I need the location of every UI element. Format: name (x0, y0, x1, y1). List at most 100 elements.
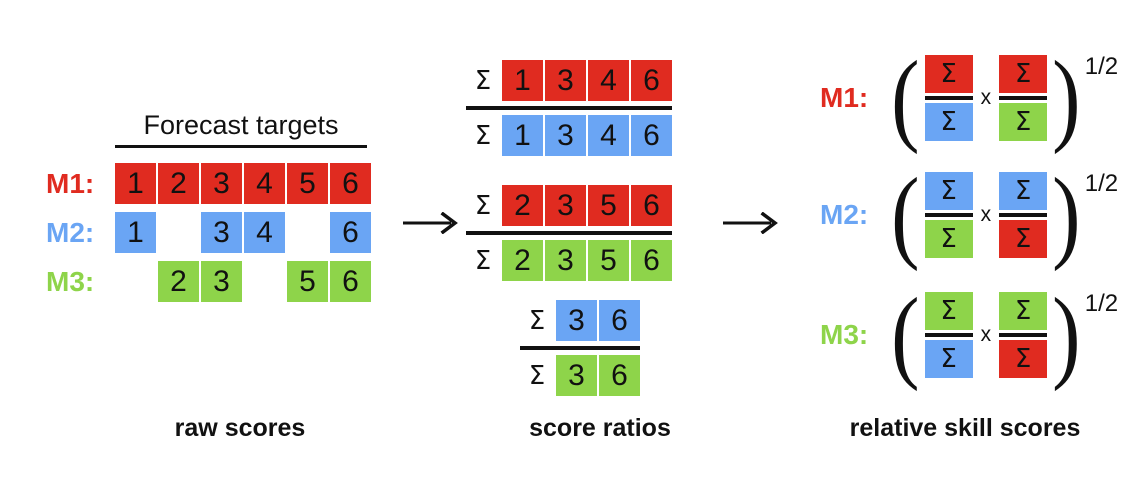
score-ratio-m2-m3: Σ 3 6 Σ 3 6 (520, 300, 640, 396)
sigma-symbol: Σ (528, 360, 546, 391)
forecast-targets-header: Forecast targets (115, 110, 367, 148)
ratio-cell: 3 (545, 185, 586, 226)
ratio-cell: 1 (502, 115, 543, 156)
caption-score-ratios: score ratios (529, 414, 671, 442)
row-label-m1: M1: (46, 167, 95, 199)
sigma-box-numerator: Σ (924, 55, 973, 93)
paren-close: ) (1052, 39, 1081, 155)
ratio-cell: 6 (599, 355, 640, 396)
row-label-m1: M1: (820, 82, 869, 113)
fraction-bar (924, 96, 973, 100)
ratio-cell: 6 (631, 60, 672, 101)
sigma-box-numerator: Σ (999, 292, 1048, 330)
raw-score-row-m2: M2: 1 3 4 6 (46, 212, 371, 253)
raw-cell-empty (244, 261, 285, 302)
ratio-numerator: Σ 1 3 4 6 (466, 60, 672, 101)
fraction-bar (924, 213, 973, 217)
raw-cell: 4 (244, 163, 285, 204)
ratio-cell: 4 (588, 115, 629, 156)
fraction-bar (466, 106, 672, 110)
skill-body: Σ Σ x Σ Σ (924, 292, 1048, 378)
row-label-m2: M2: (46, 216, 95, 248)
sigma-symbol: Σ (474, 245, 492, 276)
raw-cell: 6 (330, 212, 371, 253)
ratio-cell: 6 (631, 240, 672, 281)
multiplication-symbol: x (980, 203, 992, 226)
ratio-cell: 5 (588, 240, 629, 281)
raw-cell: 2 (158, 163, 199, 204)
ratio-cell: 5 (588, 185, 629, 226)
paren-close: ) (1052, 156, 1081, 272)
fraction-bar (520, 346, 640, 350)
caption-raw-scores: raw scores (174, 414, 306, 442)
row-label-m2: M2: (820, 199, 869, 230)
ratio-cell: 3 (556, 300, 597, 341)
sigma-symbol: Σ (528, 305, 546, 336)
ratio-denominator: Σ 2 3 5 6 (466, 240, 672, 281)
arrow-ratios-to-skill-icon (723, 212, 781, 234)
sigma-box-denominator: Σ (924, 340, 973, 378)
raw-cell: 3 (201, 261, 242, 302)
multiplication-symbol: x (980, 323, 992, 346)
sigma-symbol: Σ (474, 65, 492, 96)
raw-cell-empty (287, 212, 328, 253)
skill-fraction: Σ Σ (999, 172, 1048, 258)
raw-cell: 3 (201, 212, 242, 253)
exponent-label: 1/2 (1084, 53, 1119, 80)
raw-cell: 5 (287, 261, 328, 302)
sigma-box-denominator: Σ (924, 103, 973, 141)
ratio-cell: 4 (588, 60, 629, 101)
ratio-cell: 3 (556, 355, 597, 396)
sigma-box-numerator: Σ (924, 172, 973, 210)
skill-fraction: Σ Σ (924, 55, 973, 141)
score-ratio-m1: Σ 1 3 4 6 Σ 1 3 4 6 (466, 60, 672, 156)
fraction-bar (466, 231, 672, 235)
ratio-cell: 3 (545, 60, 586, 101)
ratio-cell: 6 (631, 115, 672, 156)
paren-open: ( (891, 39, 920, 155)
raw-cell: 1 (115, 163, 156, 204)
sigma-box-numerator: Σ (999, 172, 1048, 210)
skill-body: Σ Σ x Σ Σ (924, 55, 1048, 141)
skill-fraction: Σ Σ (999, 55, 1048, 141)
ratio-cell: 2 (502, 240, 543, 281)
raw-cell-empty (158, 212, 199, 253)
exponent-label: 1/2 (1084, 170, 1119, 197)
fraction-bar (999, 96, 1048, 100)
sigma-symbol: Σ (474, 190, 492, 221)
raw-score-row-m1: M1: 1 2 3 4 5 6 (46, 163, 371, 204)
sigma-box-numerator: Σ (924, 292, 973, 330)
arrow-raw-to-ratios-icon (403, 212, 461, 234)
ratio-cell: 1 (502, 60, 543, 101)
sigma-box-denominator: Σ (999, 103, 1048, 141)
ratio-cell: 6 (599, 300, 640, 341)
raw-cell: 6 (330, 163, 371, 204)
raw-cell-empty (115, 261, 156, 302)
sigma-box-denominator: Σ (924, 220, 973, 258)
raw-cell: 6 (330, 261, 371, 302)
skill-fraction: Σ Σ (999, 292, 1048, 378)
ratio-cell: 3 (545, 240, 586, 281)
ratio-cell: 3 (545, 115, 586, 156)
skill-formula-m1: M1: ( Σ Σ x Σ Σ ) 1/2 (820, 39, 1119, 155)
sigma-box-denominator: Σ (999, 340, 1048, 378)
ratio-cell: 6 (631, 185, 672, 226)
paren-open: ( (891, 276, 920, 392)
ratio-numerator: Σ 3 6 (520, 300, 640, 341)
sigma-symbol: Σ (474, 120, 492, 151)
fraction-bar (999, 213, 1048, 217)
skill-body: Σ Σ x Σ Σ (924, 172, 1048, 258)
raw-cell: 2 (158, 261, 199, 302)
skill-formula-m2: M2: ( Σ Σ x Σ Σ ) 1/2 (820, 156, 1119, 272)
exponent-label: 1/2 (1084, 290, 1119, 317)
raw-cell: 5 (287, 163, 328, 204)
raw-score-row-m3: M3: 2 3 5 6 (46, 261, 371, 302)
ratio-numerator: Σ 2 3 5 6 (466, 185, 672, 226)
caption-relative-skill-scores: relative skill scores (849, 414, 1081, 442)
skill-fraction: Σ Σ (924, 172, 973, 258)
row-label-m3: M3: (46, 265, 95, 297)
fraction-bar (999, 333, 1048, 337)
multiplication-symbol: x (980, 86, 992, 109)
paren-close: ) (1052, 276, 1081, 392)
